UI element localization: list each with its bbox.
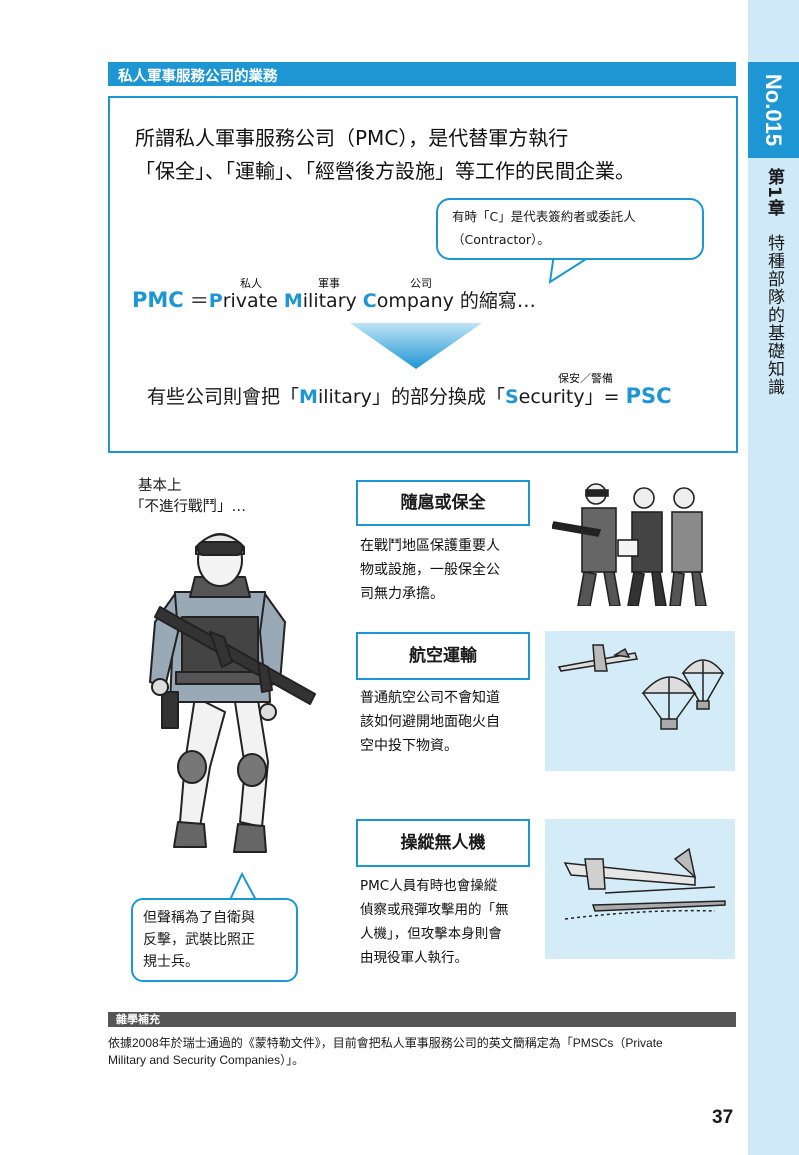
item-number-tab: No.015 [748, 62, 799, 158]
ruby-company: 公司 [410, 277, 432, 290]
air-line-3: 空中投下物資。 [360, 738, 458, 754]
trivia-label: 雜學補充 [116, 1013, 160, 1026]
psc-prefix: 有些公司則會把「 [147, 386, 300, 408]
soldier-bubble-line-1: 但聲稱為了自衛與 [143, 910, 255, 926]
service-title-escort: 隨扈或保全 [356, 480, 530, 526]
trivia-header: 雜學補充 [108, 1012, 736, 1027]
psc-definition: 有些公司則會把「Military」的部分換成「Security」= PSC [147, 382, 672, 409]
service-title-drone: 操縱無人機 [356, 819, 530, 867]
psc-middle: 」的部分換成「 [371, 386, 505, 408]
trivia-line-2: Military and Security Companies）」。 [108, 1053, 305, 1067]
letter-c: C [362, 290, 377, 312]
soldier-label: 基本上 「不進行戰鬥」… [130, 476, 246, 518]
soldier-illustration [149, 533, 316, 853]
word-ilitary: ilitary [302, 290, 363, 312]
airdrop-illustration [557, 644, 725, 730]
word-ilitary-2: ilitary [317, 386, 372, 408]
pmc-definition: PMC ＝Private Military Company 的縮寫… [132, 286, 536, 313]
definition-box [108, 96, 738, 453]
ruby-private: 私人 [240, 277, 262, 290]
drone-line-4: 由現役軍人執行。 [360, 950, 468, 966]
air-line-2: 該如何避開地面砲火自 [360, 714, 500, 730]
chapter-sidebar [748, 0, 799, 1155]
drone-line-2: 偵察或飛彈攻擊用的「無 [360, 902, 509, 918]
page-number: 37 [712, 1107, 734, 1128]
service-title-air: 航空運輸 [356, 632, 530, 680]
ruby-military: 軍事 [318, 277, 340, 290]
item-number: No.015 [761, 73, 787, 147]
pmc-abbr: PMC [132, 288, 184, 312]
intro-line-1: 所謂私人軍事服務公司（PMC），是代替軍方執行 [135, 126, 569, 150]
section-title: 私人軍事服務公司的業務 [118, 69, 278, 85]
service-desc-drone: PMC人員有時也會操縱 偵察或飛彈攻擊用的「無 人機」，但攻擊本身則會 由現役軍… [360, 874, 509, 970]
letter-p: P [208, 290, 223, 312]
escort-line-2: 物或設施，一般保全公 [360, 562, 500, 578]
pmc-suffix: 的縮寫… [453, 290, 536, 312]
trivia-line-1: 依據2008年於瑞士通過的《蒙特勒文件》，目前會把私人軍事服務公司的英文簡稱定為… [108, 1036, 663, 1050]
soldier-bubble-text: 但聲稱為了自衛與 反擊，武裝比照正 規士兵。 [143, 907, 255, 973]
ruby-security: 保安／警備 [558, 372, 613, 385]
intro-line-2: 「保全」、「運輸」、「經營後方設施」等工作的民間企業。 [135, 159, 635, 183]
chapter-title: 特種部隊的基礎知識 [764, 234, 784, 396]
trivia-text: 依據2008年於瑞士通過的《蒙特勒文件》，目前會把私人軍事服務公司的英文簡稱定為… [108, 1035, 738, 1069]
contractor-note-bubble: 有時「C」是代表簽約者或委託人 （Contractor）。 [436, 198, 704, 260]
note-line-1: 有時「C」是代表簽約者或委託人 [452, 209, 636, 224]
word-ompany: ompany [376, 290, 454, 312]
drone-line-1: PMC人員有時也會操縱 [360, 878, 498, 894]
soldier-label-line-1: 基本上 [138, 478, 182, 494]
pmc-eq: ＝ [183, 290, 209, 312]
escort-line-1: 在戰鬥地區保護重要人 [360, 538, 500, 554]
escort-illustration [552, 483, 707, 606]
service-desc-escort: 在戰鬥地區保護重要人 物或設施，一般保全公 司無力承擔。 [360, 534, 500, 606]
letter-s: S [504, 386, 519, 408]
psc-abbr: PSC [625, 384, 672, 408]
drone-illustration [563, 847, 726, 920]
note-line-2: （Contractor）。 [452, 232, 550, 247]
letter-m: M [283, 290, 303, 312]
chapter-label: 第1章 [764, 168, 784, 217]
down-arrow-icon [350, 323, 482, 369]
word-ecurity: ecurity [518, 386, 585, 408]
soldier-speech-bubble: 但聲稱為了自衛與 反擊，武裝比照正 規士兵。 [131, 898, 298, 982]
drone-picture-bg [545, 819, 735, 959]
soldier-bubble-line-2: 反擊，武裝比照正 [143, 932, 255, 948]
escort-line-3: 司無力承擔。 [360, 586, 444, 602]
service-desc-air: 普通航空公司不會知道 該如何避開地面砲火自 空中投下物資。 [360, 686, 500, 758]
word-rivate: rivate [222, 290, 284, 312]
letter-m-2: M [299, 386, 318, 408]
air-line-1: 普通航空公司不會知道 [360, 690, 500, 706]
section-header: 私人軍事服務公司的業務 [108, 62, 736, 86]
psc-end: 」= [584, 386, 626, 408]
intro-text: 所謂私人軍事服務公司（PMC），是代替軍方執行 「保全」、「運輸」、「經營後方設… [135, 122, 635, 188]
soldier-bubble-line-3: 規士兵。 [143, 954, 199, 970]
soldier-label-line-2: 「不進行戰鬥」… [130, 499, 246, 515]
drone-line-3: 人機」，但攻擊本身則會 [360, 926, 502, 942]
